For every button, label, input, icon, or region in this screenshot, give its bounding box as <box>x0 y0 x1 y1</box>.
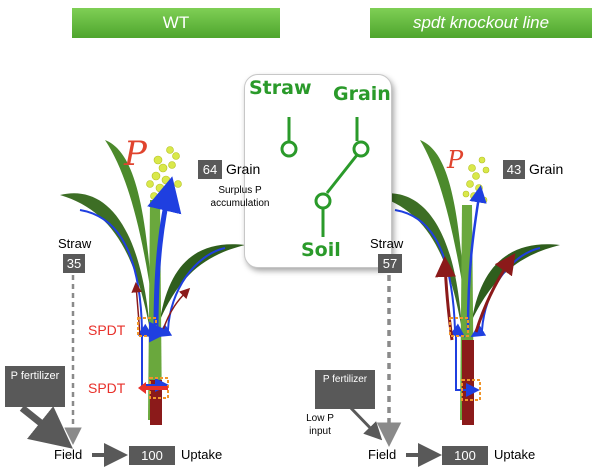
wt-flow-grain-arrow <box>147 176 182 331</box>
wt-fertilizer-box: P fertilizer <box>5 366 65 407</box>
wt-fertilizer-arrow <box>19 405 73 449</box>
inset-grain-label: Grain <box>333 83 391 105</box>
wt-grain-value: 64 <box>198 160 222 179</box>
ko-field-label: Field <box>368 447 397 462</box>
ko-flow-lower <box>455 335 480 397</box>
ko-straw-value: 57 <box>378 254 402 273</box>
wt-flow-left-leaf <box>79 209 154 338</box>
wt-surplus-note: Surplus P accumulation <box>210 185 270 209</box>
wt-uptake-label: Uptake <box>181 447 223 462</box>
ko-spdt-box-upper <box>449 317 469 337</box>
ko-low-input-note: Low P input <box>306 413 334 437</box>
knockout-plant <box>375 140 560 425</box>
ko-panicle <box>462 156 490 204</box>
partition-inset: Straw Grain Soil <box>244 74 392 268</box>
wt-spdt-lower-label: SPDT <box>88 380 126 396</box>
ko-fertilizer-box: P fertilizer <box>315 370 375 409</box>
wt-straw-label: Straw <box>58 236 92 251</box>
wt-flow-red-left <box>131 282 142 336</box>
knockout-banner: spdt knockout line <box>370 8 592 38</box>
wt-leaf-top <box>105 140 152 300</box>
ko-flow-left-leaf <box>394 209 466 338</box>
ko-flow-red-right <box>474 253 516 333</box>
ko-uptake-label: Uptake <box>494 447 536 462</box>
inset-straw-label: Straw <box>249 77 312 99</box>
partition-lever-icon <box>280 117 370 237</box>
wt-grain-label: Grain <box>226 161 261 177</box>
inset-soil-label: Soil <box>301 239 341 261</box>
wt-uptake-value: 100 <box>129 446 175 465</box>
wt-plant <box>60 140 245 425</box>
ko-grain-label: Grain <box>529 161 564 177</box>
ko-straw-label: Straw <box>370 236 404 251</box>
ko-fertilizer-arrow <box>346 403 383 441</box>
ko-leaf-top <box>420 140 465 300</box>
ko-flow-grain-arrow <box>466 185 487 331</box>
wt-spdt-arrow-lower-head <box>138 382 146 394</box>
ko-p-symbol: P <box>447 146 464 174</box>
wt-field-label: Field <box>54 447 83 462</box>
ko-spdt-box-lower <box>461 379 481 401</box>
wt-straw-value: 35 <box>63 254 85 273</box>
ko-grain-value: 43 <box>503 160 525 179</box>
ko-uptake-value: 100 <box>442 446 488 465</box>
wt-p-symbol: P <box>124 134 147 174</box>
wt-banner: WT <box>72 8 280 38</box>
wt-spdt-upper-label: SPDT <box>88 322 126 338</box>
ko-root-base <box>462 340 474 425</box>
ko-flow-red-left <box>435 256 457 341</box>
